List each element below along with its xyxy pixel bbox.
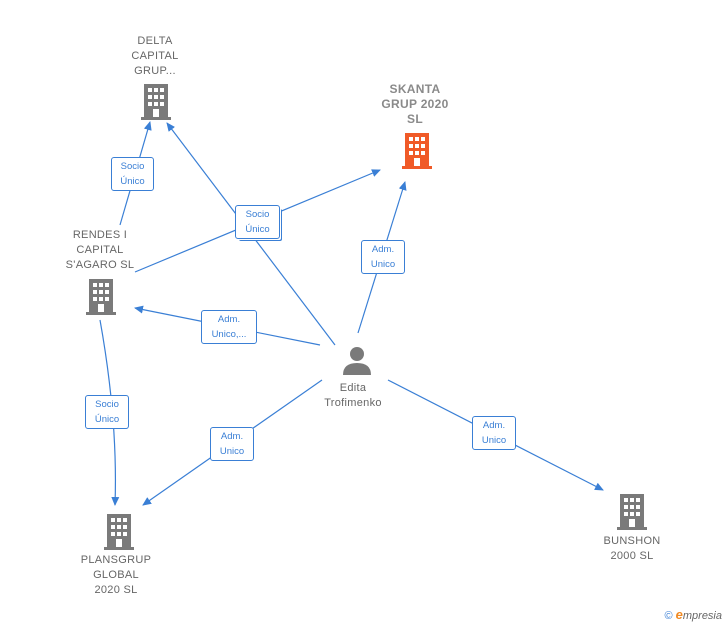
building-icon[interactable] xyxy=(617,494,647,530)
node-label-skanta-grup[interactable]: SKANTA GRUP 2020 SL xyxy=(381,82,449,126)
edge-label-adm-unico[interactable]: Adm. Unico xyxy=(361,240,405,274)
building-icon[interactable] xyxy=(86,279,116,315)
node-label-delta-capital[interactable]: DELTA CAPITAL GRUP... xyxy=(131,35,179,77)
edge-label-adm-unico[interactable]: Adm. Unico xyxy=(472,416,516,450)
edge-label-adm-unico[interactable]: Adm. Unico xyxy=(210,427,254,461)
copyright-symbol: © xyxy=(664,610,673,622)
node-label-plansgrup-global[interactable]: PLANSGRUP GLOBAL 2020 SL xyxy=(80,554,152,596)
building-icon[interactable] xyxy=(141,84,171,120)
building-icon-highlight[interactable] xyxy=(402,133,432,169)
edge-label-socio-unico[interactable]: Socio Único xyxy=(111,157,154,191)
empresia-logo: © empresia xyxy=(664,607,722,622)
node-label-rendes-capital[interactable]: RENDES I CAPITAL S'AGARO SL xyxy=(65,229,135,271)
brand-e: e xyxy=(675,607,683,622)
brand-name: mpresia xyxy=(682,610,722,622)
person-icon[interactable] xyxy=(342,345,372,375)
node-label-bunshon[interactable]: BUNSHON 2000 SL xyxy=(603,535,661,562)
edge-label-socio-unico[interactable]: Socio Único xyxy=(235,205,280,239)
edge-label-adm-unico[interactable]: Adm. Unico,... xyxy=(201,310,257,344)
edge-label-socio-unico[interactable]: Socio Único xyxy=(85,395,129,429)
building-icon[interactable] xyxy=(104,514,134,550)
node-label-edita-trofimenko[interactable]: Edita Trofimenko xyxy=(324,382,382,409)
